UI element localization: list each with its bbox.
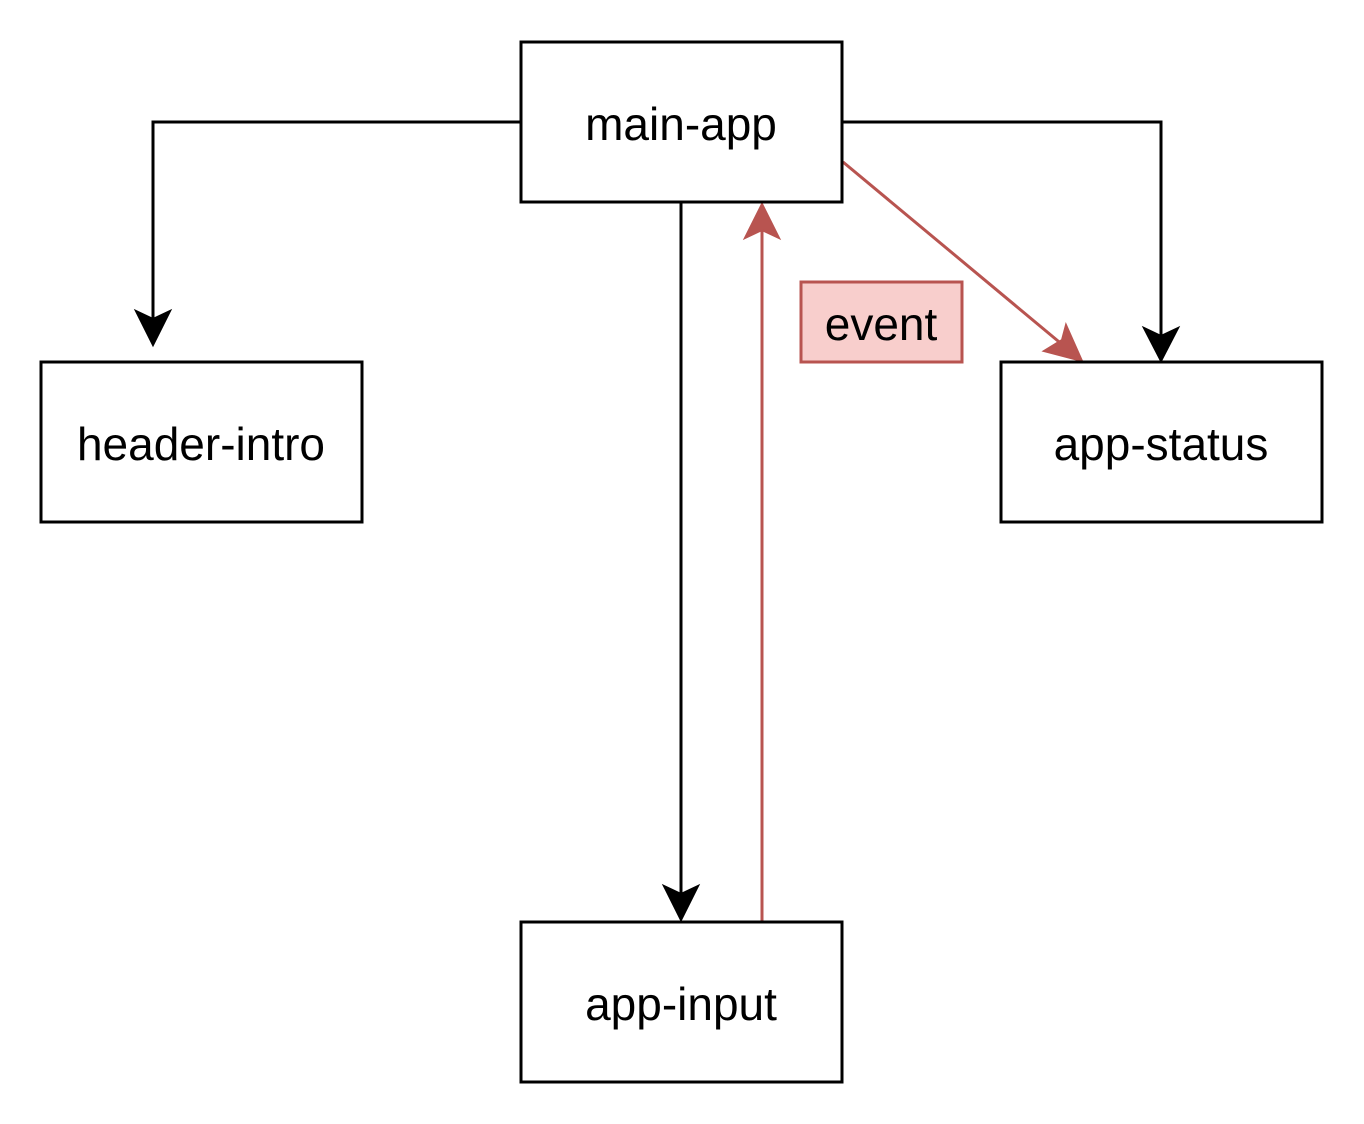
- node-app-input: app-input: [519, 920, 844, 1084]
- event-label-box: event: [799, 280, 964, 364]
- node-header-intro: header-intro: [39, 360, 364, 524]
- app-status-label: app-status: [1054, 418, 1269, 470]
- event-label: event: [825, 298, 938, 350]
- arrowhead-header-intro: [133, 308, 173, 348]
- node-main-app: main-app: [519, 40, 844, 204]
- node-app-status: app-status: [999, 360, 1324, 524]
- arrowhead-app-input: [661, 883, 701, 923]
- header-intro-label: header-intro: [77, 418, 325, 470]
- arrowhead-app-status: [1141, 325, 1181, 364]
- arrowhead-main-app-event: [742, 201, 782, 241]
- edge-main-app-to-header-intro: [151, 120, 521, 322]
- arrowhead-app-status-event: [1041, 322, 1084, 363]
- edges: [133, 120, 1181, 923]
- edge-main-app-to-app-status: [843, 120, 1163, 338]
- app-input-label: app-input: [585, 978, 777, 1030]
- main-app-label: main-app: [585, 98, 777, 150]
- edge-main-app-to-app-status-event: [842, 160, 1065, 348]
